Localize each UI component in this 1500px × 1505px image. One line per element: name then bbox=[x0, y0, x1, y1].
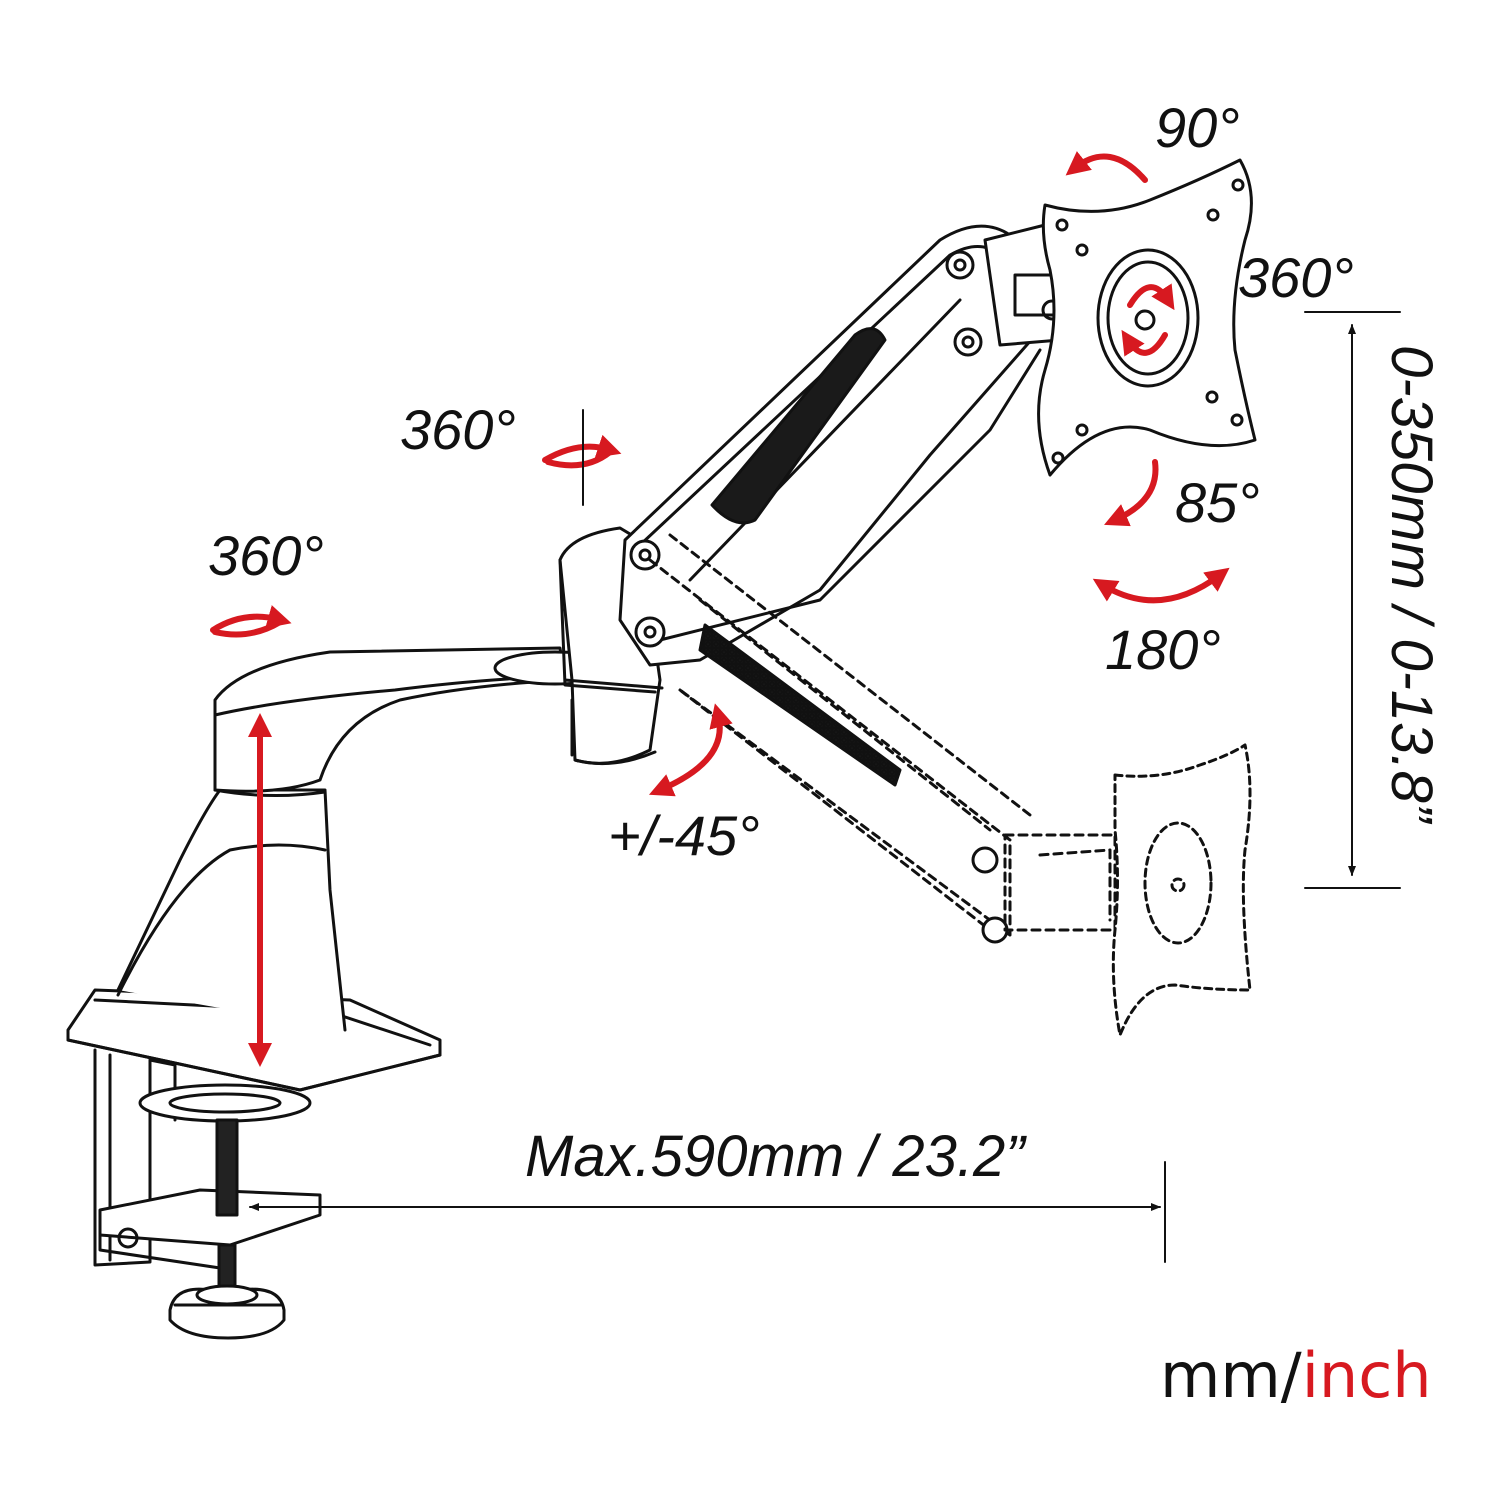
joint-swivel-label: 360° bbox=[400, 398, 516, 461]
head-swivel-label: 180° bbox=[1105, 618, 1221, 681]
height-dimension bbox=[1304, 311, 1401, 889]
reach-dimension bbox=[249, 1161, 1166, 1263]
unit-imperial: inch bbox=[1301, 1339, 1432, 1412]
plate-rotation-label: 360° bbox=[1238, 246, 1354, 309]
rotation-arrow-icon bbox=[210, 151, 1230, 1067]
unit-label: mm/inch bbox=[1160, 1345, 1432, 1407]
arm-angle-label: +/-45° bbox=[608, 804, 760, 867]
head-joint-lowered bbox=[1003, 833, 1117, 932]
clamp-icon bbox=[66, 988, 442, 1340]
base-swivel-label: 360° bbox=[208, 524, 324, 587]
reach-label: Max.590mm / 23.2” bbox=[525, 1124, 1025, 1189]
column bbox=[116, 788, 347, 1032]
tilt-down-label: 85° bbox=[1175, 471, 1260, 534]
unit-metric: mm/ bbox=[1160, 1339, 1302, 1412]
upper-arm bbox=[618, 223, 1063, 667]
lower-arm bbox=[213, 526, 664, 793]
tilt-top-label: 90° bbox=[1155, 96, 1240, 159]
vesa-plate-lowered bbox=[1111, 743, 1252, 1037]
height-range-label: 0-350mm / 0-13.8” bbox=[1379, 345, 1444, 823]
vesa-plate-icon bbox=[1037, 158, 1257, 477]
grip-icon bbox=[698, 623, 902, 787]
